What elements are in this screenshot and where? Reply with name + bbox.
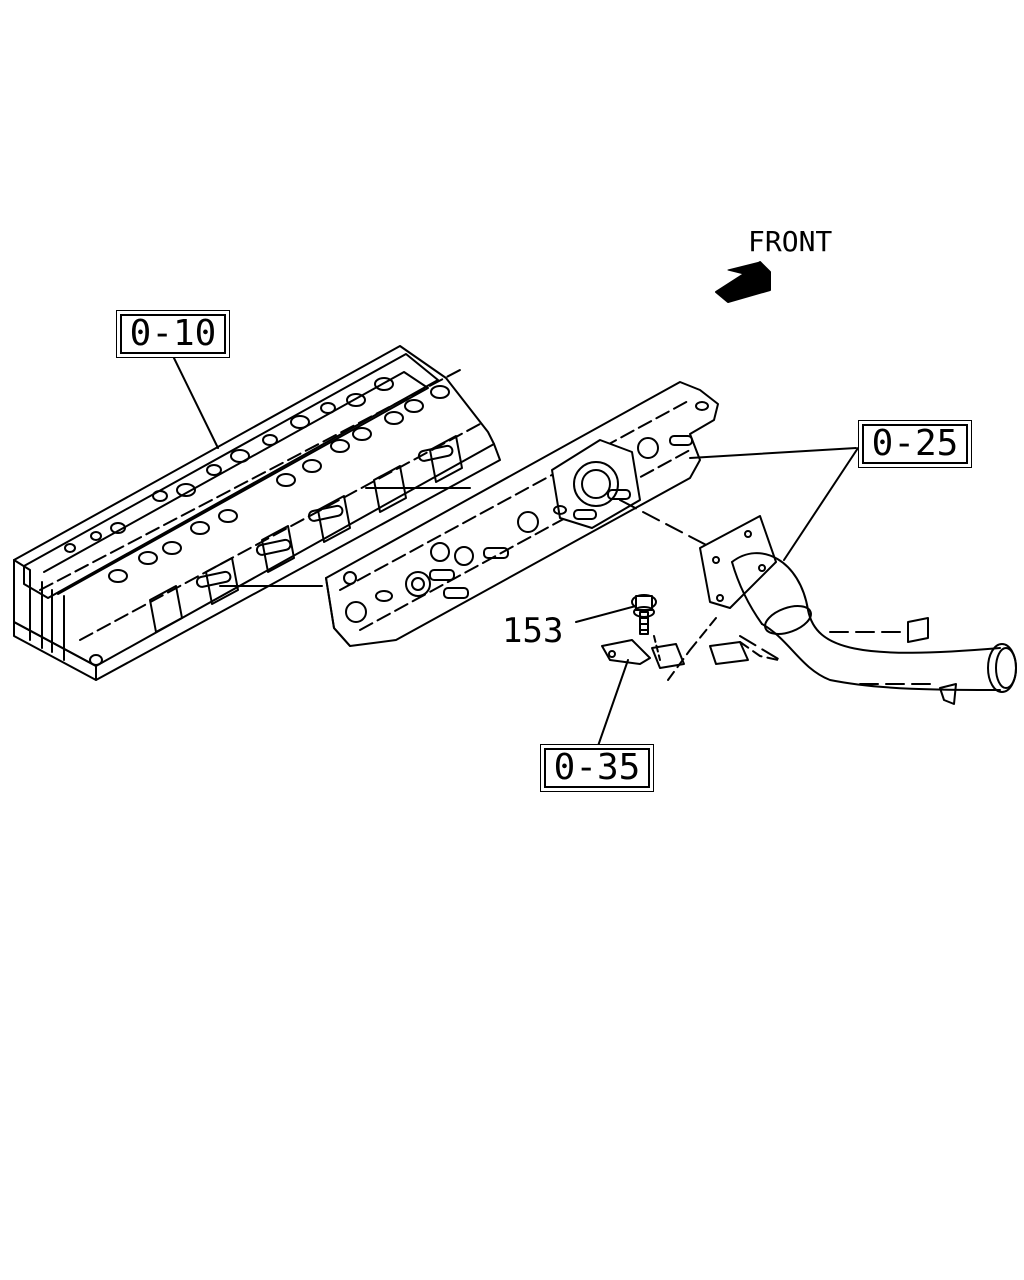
front-label: FRONT xyxy=(748,225,833,258)
cylinder-head-drawing xyxy=(13,345,501,681)
exhaust-pipe-drawing xyxy=(619,499,1017,705)
pipe-ref-box[interactable]: 0-25 xyxy=(862,424,968,464)
bracket-drawing xyxy=(601,617,779,681)
front-arrow-icon xyxy=(715,261,771,303)
bracket-ref-box[interactable]: 0-35 xyxy=(544,748,650,788)
cylinder-head-ref-box[interactable]: 0-10 xyxy=(120,314,226,354)
bolt-part-number[interactable]: 153 xyxy=(502,611,564,651)
leader-lines xyxy=(171,353,859,747)
exhaust-manifold-drawing xyxy=(325,381,719,647)
bolt-drawing xyxy=(631,594,661,661)
